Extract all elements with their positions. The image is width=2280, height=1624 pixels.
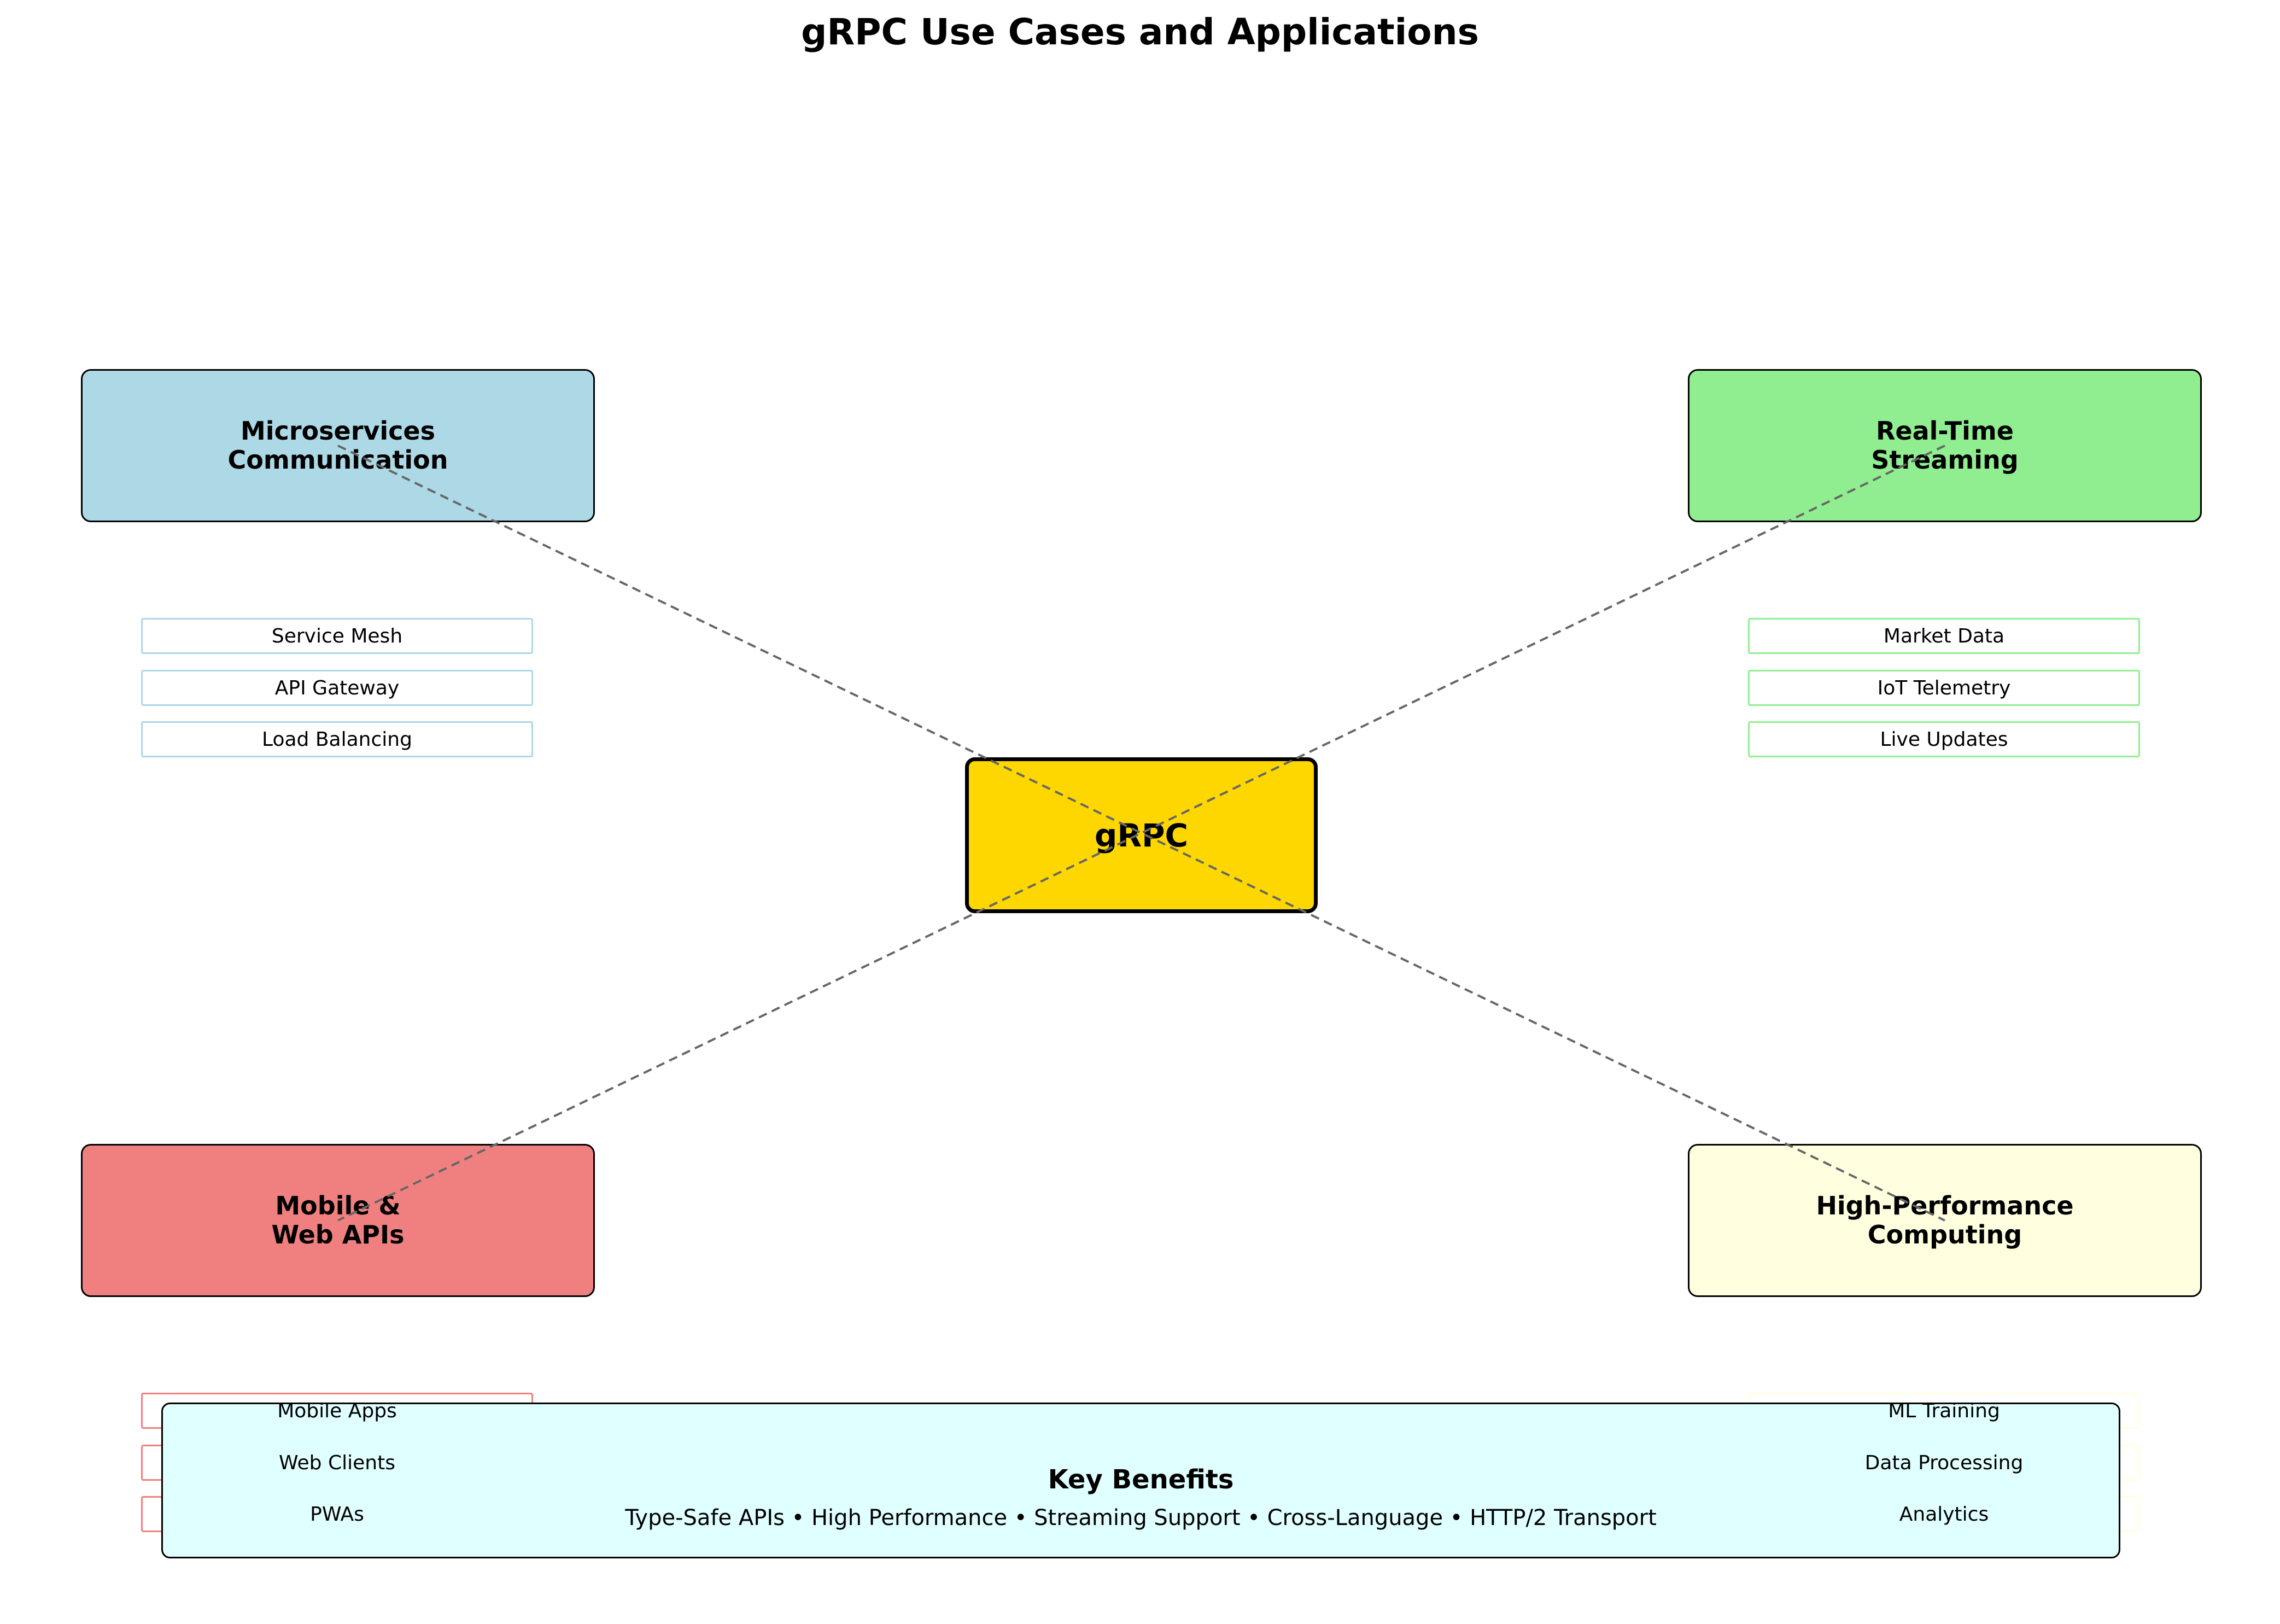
key-benefits-box: Key Benefits Type-Safe APIs • High Perfo…	[161, 1403, 2120, 1558]
usecase-mobile-web: Mobile & Web APIs	[81, 1144, 595, 1297]
item-mobile-apps: Mobile Apps	[277, 1399, 397, 1422]
key-benefits-text: Type-Safe APIs • High Performance • Stre…	[625, 1505, 1657, 1530]
item-ml-training: ML Training	[1888, 1399, 2000, 1422]
item-market-data: Market Data	[1748, 618, 2140, 654]
item-pwas: PWAs	[310, 1503, 364, 1526]
usecase-streaming: Real-Time Streaming	[1688, 369, 2202, 522]
usecase-hpc: High-Performance Computing	[1688, 1144, 2202, 1297]
item-data-processing: Data Processing	[1864, 1451, 2024, 1474]
usecase-microservices: Microservices Communication	[81, 369, 595, 522]
diagram-title: gRPC Use Cases and Applications	[801, 11, 1479, 53]
item-service-mesh: Service Mesh	[141, 618, 533, 654]
usecase-mobile-web-label: Mobile & Web APIs	[271, 1191, 405, 1249]
item-web-clients: Web Clients	[279, 1451, 395, 1474]
usecase-hpc-label: High-Performance Computing	[1816, 1191, 2074, 1249]
item-load-balancing: Load Balancing	[141, 721, 533, 757]
item-api-gateway: API Gateway	[141, 670, 533, 706]
item-iot-telemetry: IoT Telemetry	[1748, 670, 2140, 706]
key-benefits-title: Key Benefits	[1048, 1464, 1234, 1495]
usecase-microservices-label: Microservices Communication	[227, 416, 448, 475]
center-node-grpc: gRPC	[965, 757, 1318, 913]
usecase-streaming-label: Real-Time Streaming	[1871, 416, 2019, 475]
item-analytics: Analytics	[1899, 1503, 1989, 1526]
item-live-updates: Live Updates	[1748, 721, 2140, 757]
